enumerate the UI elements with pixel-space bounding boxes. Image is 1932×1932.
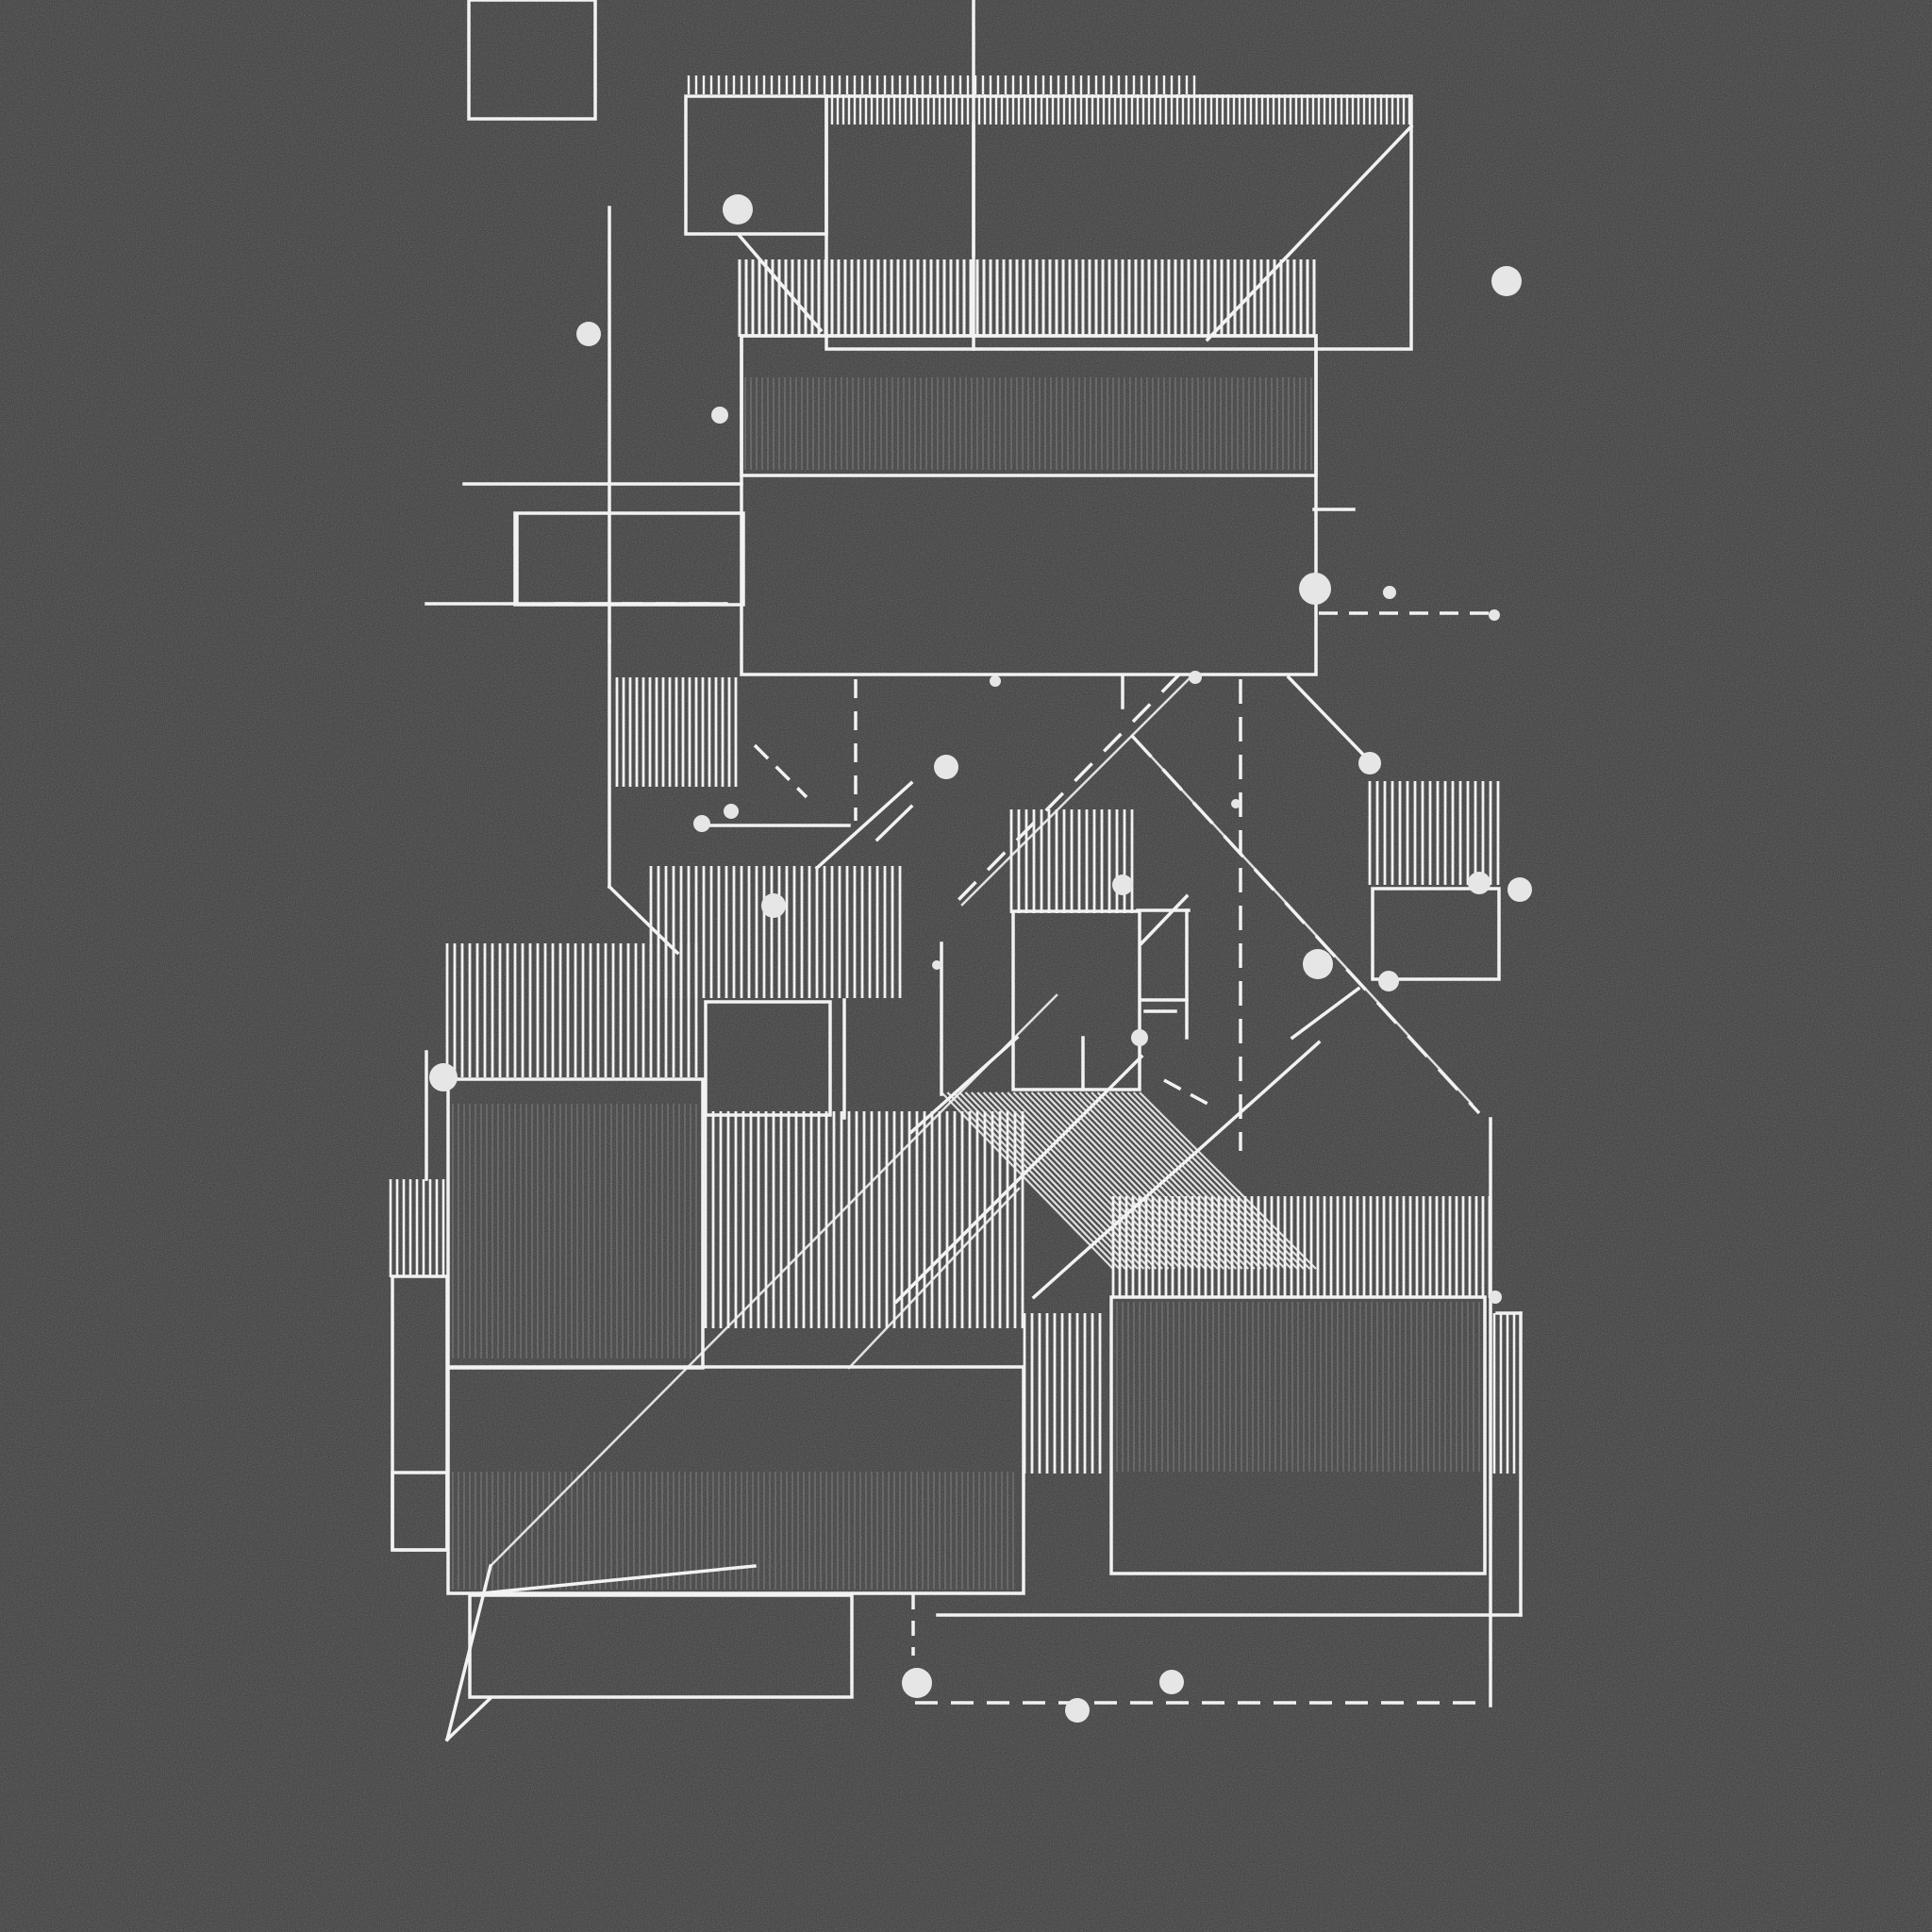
fan-line bbox=[1048, 1091, 1225, 1270]
outline-rect bbox=[1371, 887, 1501, 981]
dot-marker bbox=[1112, 874, 1133, 895]
fan-line bbox=[964, 1091, 1139, 1270]
dot-marker bbox=[1131, 1029, 1148, 1046]
fan-line bbox=[1096, 1091, 1274, 1270]
structure-line bbox=[1031, 1040, 1322, 1300]
structure-line bbox=[444, 1563, 493, 1742]
dot-marker bbox=[1383, 586, 1396, 599]
dot-marker bbox=[1065, 1698, 1090, 1723]
fan-line bbox=[989, 1091, 1163, 1270]
fan-line bbox=[1073, 1091, 1250, 1270]
structure-line bbox=[874, 804, 914, 842]
fan-line bbox=[976, 1091, 1151, 1270]
structure-line bbox=[893, 1054, 1144, 1305]
fan-line bbox=[1084, 1091, 1262, 1270]
dot-marker bbox=[761, 893, 786, 918]
dot-marker bbox=[1189, 671, 1202, 684]
dashed-line bbox=[753, 743, 808, 799]
dashed-lines-layer bbox=[554, 602, 1495, 1705]
fan-line bbox=[1091, 1091, 1268, 1270]
dot-marker bbox=[902, 1668, 932, 1698]
fan-line bbox=[1042, 1091, 1219, 1270]
dot-marker bbox=[693, 815, 710, 832]
structure-line bbox=[470, 1564, 757, 1596]
fan-line bbox=[1007, 1091, 1182, 1270]
fan-line bbox=[1132, 1091, 1311, 1270]
outline-rect bbox=[1109, 1295, 1487, 1575]
diagonal-line bbox=[847, 1187, 1021, 1370]
structure-line bbox=[1139, 893, 1190, 946]
dot-marker bbox=[1491, 266, 1522, 296]
fan-line bbox=[1060, 1091, 1238, 1270]
outline-rect bbox=[1011, 909, 1141, 1091]
structure-line bbox=[1205, 124, 1414, 342]
outline-rect bbox=[467, 0, 597, 121]
structure-line bbox=[444, 1695, 493, 1742]
dot-marker bbox=[1299, 573, 1331, 605]
fan-line bbox=[1126, 1091, 1305, 1270]
fan-line bbox=[1066, 1091, 1243, 1270]
outline-rect bbox=[824, 94, 1413, 351]
fan-line bbox=[1037, 1091, 1213, 1270]
fan-line bbox=[1055, 1091, 1231, 1270]
dot-marker bbox=[1378, 971, 1399, 991]
fan-line bbox=[946, 1091, 1121, 1270]
dot-marker bbox=[429, 1063, 458, 1091]
fan-line bbox=[1139, 1091, 1317, 1270]
structure-line bbox=[1286, 675, 1371, 762]
structure-layer bbox=[391, 0, 1523, 1742]
hatch-layer bbox=[389, 75, 1523, 1590]
fan-line bbox=[982, 1091, 1158, 1270]
diagonal-line bbox=[489, 993, 1058, 1568]
dot-marker bbox=[1159, 1670, 1184, 1694]
fan-line bbox=[1012, 1091, 1188, 1270]
dot-marker bbox=[724, 804, 739, 819]
fan-line bbox=[958, 1091, 1133, 1270]
structure-line bbox=[814, 780, 914, 871]
structure-line bbox=[737, 233, 824, 333]
dot-marker bbox=[576, 322, 601, 346]
dot-marker bbox=[1489, 609, 1500, 621]
dashed-line bbox=[1130, 734, 1481, 1115]
dot-marker bbox=[932, 960, 941, 970]
dot-marker bbox=[1468, 872, 1491, 894]
fan-line bbox=[941, 1091, 1114, 1270]
fan-line bbox=[1030, 1091, 1207, 1270]
fan-line bbox=[994, 1091, 1170, 1270]
fan-line bbox=[1114, 1091, 1292, 1270]
fan-line bbox=[1078, 1091, 1256, 1270]
dot-marker bbox=[1507, 877, 1532, 902]
dot-marker bbox=[711, 407, 728, 424]
dots-layer bbox=[429, 194, 1532, 1723]
dashed-line bbox=[951, 673, 1181, 908]
fan-line bbox=[1121, 1091, 1299, 1270]
outline-rect bbox=[704, 1000, 832, 1117]
dot-marker bbox=[934, 755, 958, 779]
fan-line bbox=[971, 1091, 1145, 1270]
dashed-line bbox=[1163, 1078, 1208, 1106]
dot-marker bbox=[1231, 799, 1241, 808]
dot-marker bbox=[1358, 752, 1381, 774]
dot-marker bbox=[1489, 1291, 1502, 1304]
fan-line bbox=[1018, 1091, 1194, 1270]
structure-line bbox=[607, 884, 680, 956]
fan-line bbox=[1103, 1091, 1280, 1270]
fan-line bbox=[1000, 1091, 1175, 1270]
structure-line bbox=[1290, 986, 1361, 1041]
dot-marker bbox=[1303, 949, 1333, 979]
fan-line bbox=[1024, 1091, 1200, 1270]
outline-rect bbox=[740, 334, 1318, 477]
fan-line bbox=[1108, 1091, 1287, 1270]
diagonal-line bbox=[960, 677, 1191, 907]
dot-marker bbox=[723, 194, 753, 225]
dot-marker bbox=[990, 675, 1001, 687]
outline-rect bbox=[391, 1471, 449, 1552]
